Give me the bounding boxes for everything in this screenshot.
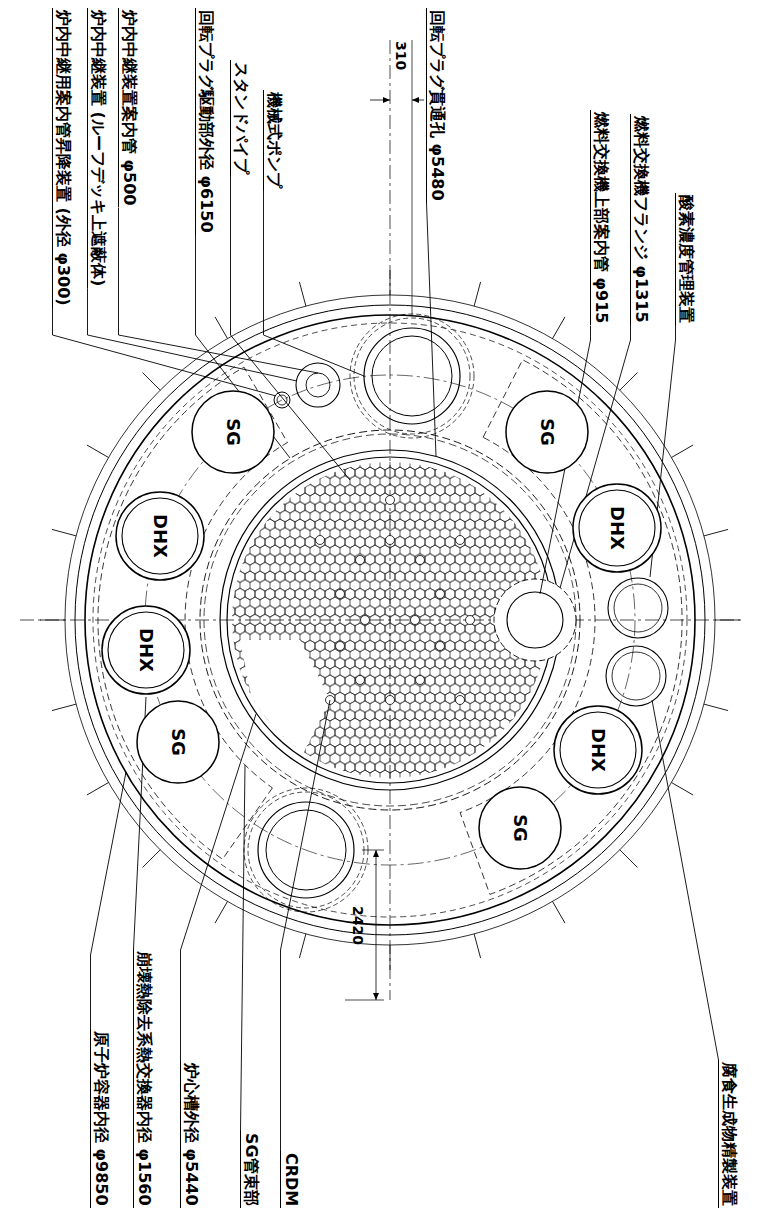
part-label: 崩壊熱除去系熱交換器内径 φ1560 xyxy=(133,949,153,1208)
part-label: 回転プラグ駆動部外径 φ6150 xyxy=(195,8,215,235)
component-name: SG xyxy=(537,418,557,446)
component-name: DHX xyxy=(136,628,156,672)
oxygen-control-unit xyxy=(614,584,662,632)
core-cutaway xyxy=(240,640,330,760)
leader-line xyxy=(91,772,127,1029)
component-name: SG xyxy=(510,814,530,842)
part-label: スタンドパイプ xyxy=(230,60,250,176)
pump-symbol xyxy=(244,788,368,912)
component-circle: DHX xyxy=(101,605,191,695)
shield-outline xyxy=(93,323,687,917)
dimension-value: 2420 xyxy=(350,905,366,946)
leader-line xyxy=(427,203,437,456)
part-label: CRDM xyxy=(280,1151,300,1208)
component-circle: SG xyxy=(505,390,589,474)
component-name: DHX xyxy=(588,728,608,772)
part-label: 炉内中継装置案内管 φ500 xyxy=(118,8,138,207)
part-label: 機械式ポンプ xyxy=(263,90,283,190)
pump-symbol xyxy=(350,314,474,438)
leader-line xyxy=(264,190,365,376)
crdm-positions xyxy=(316,496,475,705)
part-label: SG管束部 xyxy=(240,1131,260,1208)
component-name: DHX xyxy=(607,506,627,550)
arrowhead xyxy=(373,850,379,857)
part-label: 炉内中継装置 (ルーフデッキ上遮蔽体) xyxy=(87,8,107,288)
part-label: 原子炉容器内径 φ9850 xyxy=(90,1029,110,1208)
arrowhead xyxy=(373,993,379,1000)
pitch-circle xyxy=(145,375,635,865)
vessel-inner xyxy=(85,315,695,925)
plug-drive-outline xyxy=(200,430,580,810)
extension-line xyxy=(412,40,413,316)
part-label: 燃料交換機フランジ φ1315 xyxy=(630,114,650,325)
guide-lift xyxy=(277,395,287,405)
leader-line xyxy=(281,700,331,1151)
part-label: 炉心槽外径 φ5440 xyxy=(180,1061,200,1208)
component-name: DHX xyxy=(150,514,170,558)
arrowhead xyxy=(412,97,419,103)
component-circle: SG xyxy=(478,786,562,870)
part-label: 燃料交換機上部案内管 φ915 xyxy=(590,110,610,325)
transfer-machine xyxy=(296,363,340,407)
leader-line xyxy=(652,700,719,1060)
leader-line xyxy=(241,765,246,1131)
arrowhead xyxy=(383,97,390,103)
refuel-flange xyxy=(494,579,576,661)
oxygen-control-unit xyxy=(608,578,668,638)
component-name: SG xyxy=(168,728,188,756)
refuel-guide xyxy=(507,592,563,648)
dimension-value: 310 xyxy=(393,40,409,71)
guide-lift xyxy=(274,392,290,408)
vessel-outline xyxy=(75,305,705,935)
component-circle: SG xyxy=(136,700,220,784)
part-label: 炉内中継用案内管昇降装置 (外径 φ300) xyxy=(52,8,72,308)
vessel-outline xyxy=(65,295,715,945)
transfer-guide xyxy=(306,373,330,397)
component-circle: SG xyxy=(191,390,275,474)
extension-line xyxy=(345,1000,384,1001)
component-circle: DHX xyxy=(115,491,205,581)
component-name: SG xyxy=(223,418,243,446)
purification-unit xyxy=(606,646,666,706)
part-label: 回転プラグ貫通孔 φ5480 xyxy=(426,8,446,203)
dimension-line xyxy=(376,850,377,1000)
tick-marks xyxy=(40,270,740,970)
part-label: 酸素濃度管理装置 xyxy=(675,193,695,325)
purification-unit xyxy=(612,652,660,700)
component-circle: DHX xyxy=(572,483,662,573)
plug-drive-outline xyxy=(204,434,576,806)
leader-line xyxy=(119,208,319,374)
extension-line xyxy=(362,850,384,851)
component-circle: DHX xyxy=(553,705,643,795)
part-label: 腐食生成物精製装置 xyxy=(718,1060,738,1208)
